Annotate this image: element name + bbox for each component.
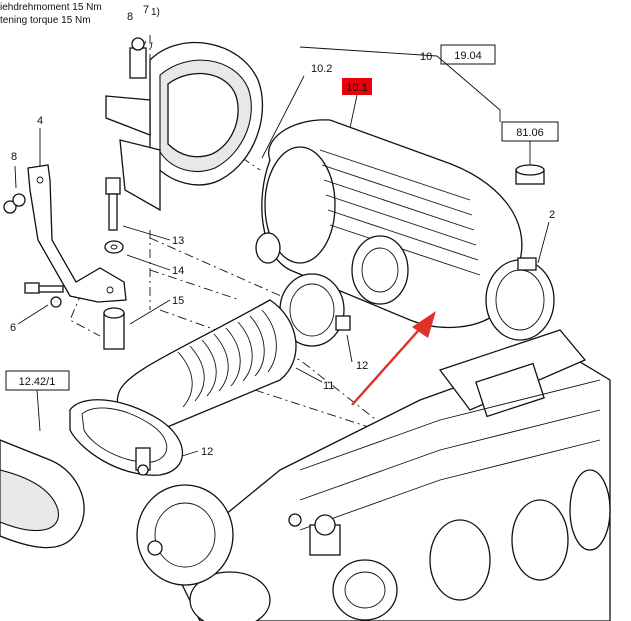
part-label-12-mid: 12: [356, 360, 368, 372]
torque-note-german: iehdrehmoment 15 Nm: [0, 2, 102, 13]
part-label-2: 2: [549, 209, 555, 221]
intake-pipe-left[interactable]: [0, 439, 85, 549]
part-label-6: 6: [10, 322, 16, 334]
hose-clamp-2[interactable]: [485, 257, 555, 341]
torque-note-english: tening torque 15 Nm: [0, 15, 91, 26]
part-labels: 8 7 1) 10 10.2 4 8 13 14 15 6 2 12 11 12: [10, 4, 555, 458]
engine-assembly: [136, 329, 611, 621]
support-bracket-4[interactable]: [3, 164, 127, 303]
part-label-12-bottom: 12: [201, 446, 213, 458]
part-label-11: 11: [323, 380, 334, 392]
highlight-arrow: [351, 311, 436, 406]
svg-text:19.04: 19.04: [454, 50, 482, 62]
intake-hose-11[interactable]: [69, 299, 297, 476]
ref-box-12-42-1[interactable]: 12.42/1: [5, 370, 70, 391]
ref-box-19-04[interactable]: 19.04: [440, 44, 496, 65]
ref-box-81-06[interactable]: 81.06: [501, 121, 559, 142]
hose-clamp-12-bottom[interactable]: [135, 447, 151, 476]
part-label-8-left: 8: [11, 151, 17, 163]
hose-clamp-12-mid[interactable]: [279, 273, 351, 347]
part-label-7-top: 7: [143, 4, 149, 16]
svg-text:12.42/1: 12.42/1: [19, 376, 56, 388]
spacer-15[interactable]: [103, 307, 125, 350]
part-label-15: 15: [172, 295, 184, 307]
svg-text:81.06: 81.06: [516, 127, 544, 139]
washer-14[interactable]: [104, 240, 124, 254]
ref-box-10-1-highlighted[interactable]: 10.1: [342, 78, 372, 95]
part-label-8-top: 8: [127, 11, 133, 23]
washer-nut-8-left[interactable]: [3, 193, 26, 214]
bolt-13[interactable]: [105, 177, 121, 231]
mounting-band-bracket[interactable]: [105, 37, 264, 212]
part-label-14: 14: [172, 265, 184, 277]
air-filter-housing[interactable]: [255, 119, 545, 328]
part-label-13: 13: [172, 235, 184, 247]
alternator: [136, 484, 234, 586]
part-label-4: 4: [37, 115, 43, 127]
part-label-10: 10: [420, 51, 432, 63]
bolt-6[interactable]: [24, 282, 64, 308]
svg-text:10.1: 10.1: [346, 82, 367, 94]
part-label-10-2: 10.2: [311, 63, 332, 75]
footnote-marker: 1): [151, 7, 160, 18]
